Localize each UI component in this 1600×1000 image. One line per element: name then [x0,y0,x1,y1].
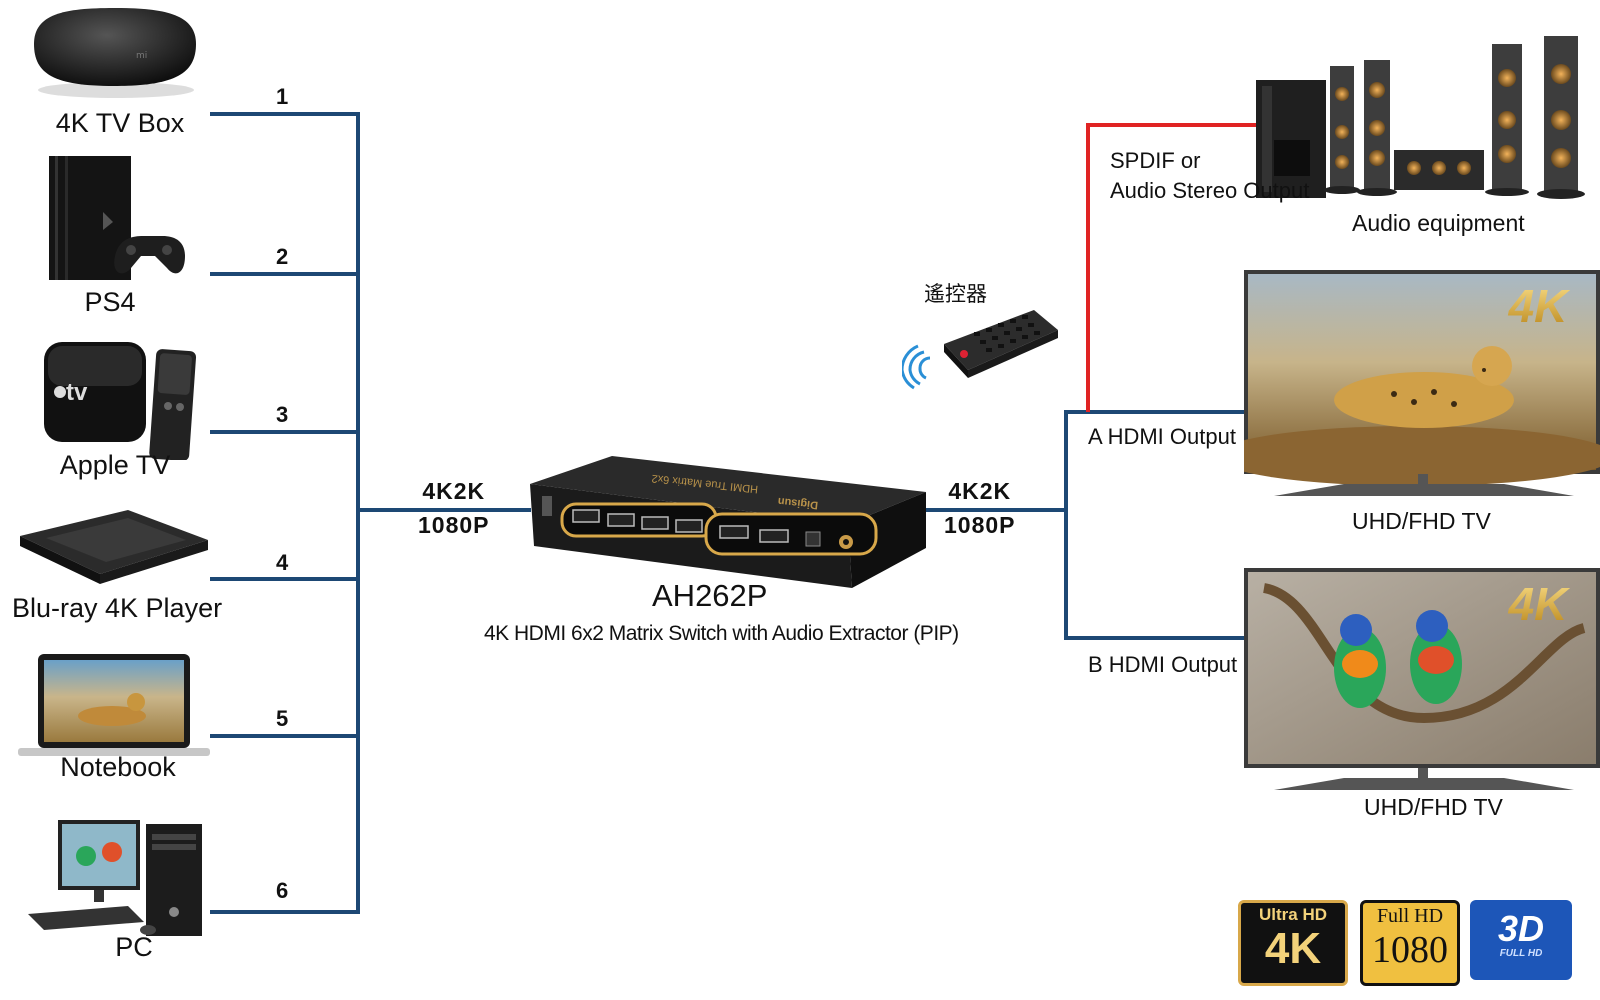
output-resolution: 4K2K 1080P [944,474,1016,542]
wireless-signal-icon [902,344,931,390]
device-model: AH262P [652,578,768,613]
input-res-1080p: 1080P [418,512,490,538]
ultra-hd-4k-logo: Ultra HD 4K [1238,900,1348,986]
fhd-logo-top: Full HD [1376,905,1444,927]
tv-b-icon: 4K [1244,568,1600,790]
source-label-1: 4K TV Box [55,108,185,138]
svg-text:tv: tv [66,379,88,406]
tv-a-4k-badge: 4K [1508,280,1571,332]
input-res-4k2k: 4K2K [422,478,486,504]
audio-output-line1: SPDIF or [1110,148,1201,173]
source-label-4: Blu-ray 4K Player [12,593,223,623]
source-label-5: Notebook [60,752,176,782]
audio-output-text: SPDIF or Audio Stereo Output [1110,146,1309,206]
output-res-4k2k: 4K2K [948,478,1012,504]
uhd-logo-main: 4K [1264,924,1322,973]
full-hd-1080-logo: Full HD 1080 [1360,900,1460,986]
remote-control-icon [902,310,1058,390]
ps4-icon [49,156,185,280]
output-label-a: A HDMI Output [1088,424,1236,449]
bluray-player-icon [20,510,208,584]
tv-box-icon: mi [34,8,196,98]
tv-a-label: UHD/FHD TV [1352,508,1491,534]
tv-b-label: UHD/FHD TV [1364,794,1503,820]
port-number-6: 6 [276,878,289,903]
port-number-4: 4 [276,550,289,575]
device-brand: Digisun [777,495,819,511]
tv-b-4k-badge: 4K [1508,578,1571,630]
3d-logo-main: 3D [1497,908,1545,949]
tv-a-icon: 4K [1244,270,1600,496]
device-description: 4K HDMI 6x2 Matrix Switch with Audio Ext… [484,622,959,645]
audio-equipment-label: Audio equipment [1352,210,1525,236]
remote-label: 遙控器 [924,283,987,306]
pc-icon [28,820,202,936]
svg-text:mi: mi [136,51,147,61]
matrix-switch-device: HDMI True Matrix 6x2 Digisun [530,456,926,588]
output-res-1080p: 1080P [944,512,1016,538]
audio-output-line2: Audio Stereo Output [1110,178,1310,203]
input-resolution: 4K2K 1080P [418,474,490,542]
source-label-6: PC [115,932,153,962]
fhd-logo-main: 1080 [1372,929,1448,971]
source-label-3: Apple TV [59,450,171,480]
audio-wire [1086,123,1258,412]
notebook-icon [18,654,210,756]
3d-logo-sub: FULL HD [1499,948,1543,959]
apple-tv-icon: tv [44,342,197,460]
port-number-3: 3 [276,402,289,427]
source-label-2: PS4 [84,287,136,317]
output-label-b: B HDMI Output [1088,652,1238,677]
port-number-1: 1 [276,84,289,109]
port-number-2: 2 [276,244,289,269]
audio-equipment-icon [1256,36,1585,199]
uhd-logo-top: Ultra HD [1258,905,1327,924]
3d-full-hd-logo: 3D FULL HD [1470,900,1572,980]
port-number-5: 5 [276,706,289,731]
